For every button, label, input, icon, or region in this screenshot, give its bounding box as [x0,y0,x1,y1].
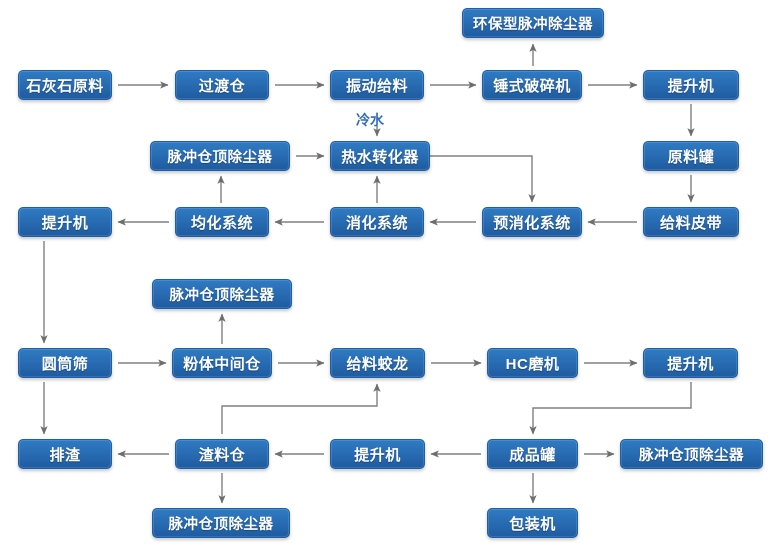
process-node-zhaliao[interactable]: 渣料仓 [175,439,269,469]
process-node-tisheng4[interactable]: 提升机 [330,439,425,469]
process-node-maichong3[interactable]: 脉冲仓顶除尘器 [620,439,763,469]
process-node-geiliaopidai[interactable]: 给料皮带 [643,207,739,237]
annotation-label-lengshui: 冷水 [356,112,384,128]
process-node-tisheng1[interactable]: 提升机 [643,70,739,100]
process-node-yuantong[interactable]: 圆筒筛 [18,348,112,378]
process-node-fenti[interactable]: 粉体中间仓 [172,348,272,378]
process-node-zhendong[interactable]: 振动给料 [330,70,424,100]
process-node-chengpin[interactable]: 成品罐 [487,439,578,469]
process-node-xiaohua[interactable]: 消化系统 [330,207,424,237]
process-node-yuanliao[interactable]: 原料罐 [643,141,739,171]
process-node-shihuishi[interactable]: 石灰石原料 [18,70,112,100]
process-node-baozhuang[interactable]: 包装机 [487,508,578,538]
process-node-hcmoji[interactable]: HC磨机 [487,348,578,378]
process-node-maichong4[interactable]: 脉冲仓顶除尘器 [152,508,290,538]
process-node-tisheng3[interactable]: 提升机 [643,348,738,378]
process-node-chuisui[interactable]: 锤式破碎机 [482,70,582,100]
process-node-junhua[interactable]: 均化系统 [175,207,269,237]
process-node-tisheng2[interactable]: 提升机 [18,207,112,237]
connector-e30 [221,383,381,434]
process-node-paizha[interactable]: 排渣 [18,439,112,469]
process-node-jiaolong[interactable]: 给料蛟龙 [330,348,425,378]
process-node-maichong2[interactable]: 脉冲仓顶除尘器 [152,279,292,309]
process-node-maichong1[interactable]: 脉冲仓顶除尘器 [150,141,290,171]
process-node-reshui[interactable]: 热水转化器 [330,141,430,171]
process-node-huanbao[interactable]: 环保型脉冲除尘器 [462,8,604,38]
connector-e15 [430,155,536,203]
connector-group [40,43,695,504]
connector-e31 [529,382,692,435]
process-node-guodu[interactable]: 过渡仓 [175,70,269,100]
process-node-yuxiaohua[interactable]: 预消化系统 [482,207,582,237]
